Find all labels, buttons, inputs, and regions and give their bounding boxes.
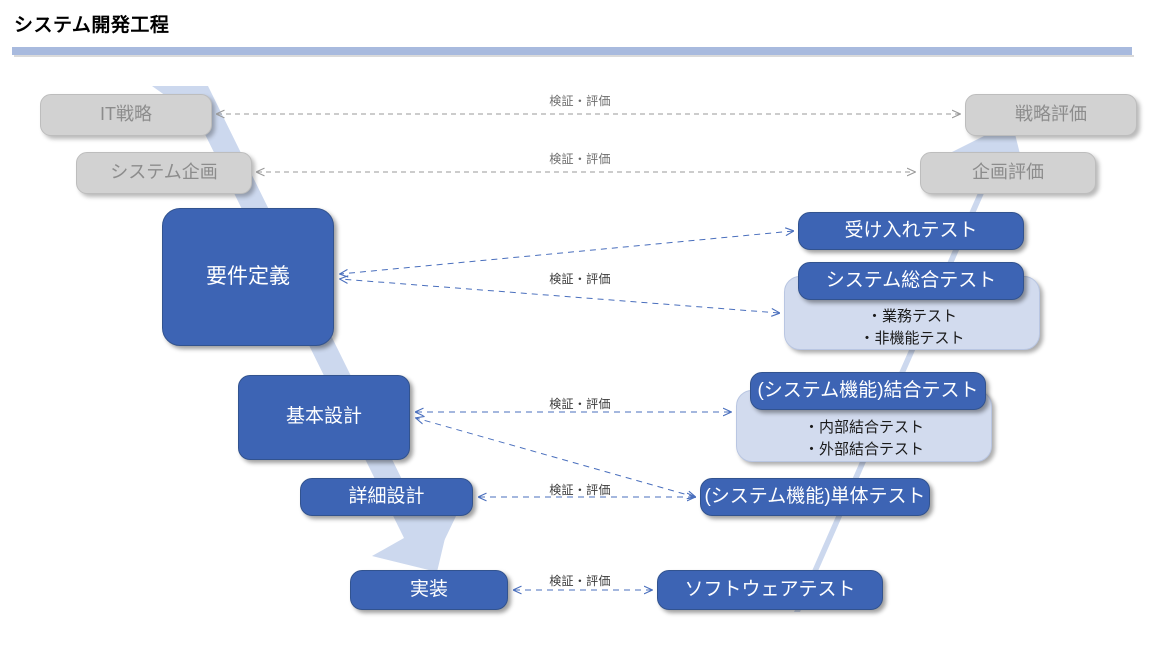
node-system-planning[interactable]: システム企画 (76, 152, 252, 194)
edge-label-basic-design: 検証・評価 (549, 397, 611, 411)
node-basic-design[interactable]: 基本設計 (238, 375, 410, 460)
edge-label-strategy: 検証・評価 (549, 94, 611, 108)
node-basic-design-label: 基本設計 (285, 406, 362, 428)
node-integration-test-label: (システム機能)結合テスト (757, 379, 979, 401)
edge-label-detailed-design: 検証・評価 (549, 483, 611, 497)
node-strategy-eval[interactable]: 戦略評価 (965, 94, 1137, 136)
node-software-test[interactable]: ソフトウェアテスト (657, 570, 883, 610)
node-requirements[interactable]: 要件定義 (162, 208, 334, 346)
system-total-test-items: ・業務テスト ・非機能テスト (859, 308, 965, 347)
node-requirements-label: 要件定義 (206, 265, 290, 289)
node-system-total-test[interactable]: システム総合テスト (798, 262, 1024, 300)
title-underline-shadow (14, 55, 1134, 57)
node-detailed-design[interactable]: 詳細設計 (300, 478, 473, 516)
edge-label-planning: 検証・評価 (549, 152, 611, 166)
title-underline-bar (12, 47, 1132, 55)
node-unit-test-label: (システム機能)単体テスト (704, 485, 926, 507)
node-acceptance-test-label: 受け入れテスト (844, 219, 978, 241)
node-it-strategy[interactable]: IT戦略 (40, 94, 212, 136)
node-system-total-test-label: システム総合テスト (825, 269, 997, 291)
node-system-planning-label: システム企画 (110, 162, 218, 183)
page-title: システム開発工程 (14, 15, 170, 36)
node-implementation-label: 実装 (409, 578, 448, 600)
node-acceptance-test[interactable]: 受け入れテスト (798, 212, 1024, 250)
node-planning-eval-label: 企画評価 (972, 162, 1044, 183)
node-detailed-design-label: 詳細設計 (348, 485, 425, 507)
node-integration-test[interactable]: (システム機能)結合テスト (750, 372, 986, 410)
node-implementation[interactable]: 実装 (350, 570, 508, 610)
node-unit-test[interactable]: (システム機能)単体テスト (700, 478, 930, 516)
node-strategy-eval-label: 戦略評価 (1015, 104, 1087, 125)
edge-label-requirements: 検証・評価 (549, 272, 611, 286)
node-it-strategy-label: IT戦略 (100, 104, 152, 125)
edge-label-implementation: 検証・評価 (549, 574, 611, 588)
ascending-flow-arrow (738, 122, 1028, 612)
node-software-test-label: ソフトウェアテスト (684, 578, 856, 600)
integration-test-items: ・内部結合テスト ・外部結合テスト (803, 419, 924, 458)
node-planning-eval[interactable]: 企画評価 (920, 152, 1096, 194)
connector-requirements-acceptance (340, 231, 793, 274)
